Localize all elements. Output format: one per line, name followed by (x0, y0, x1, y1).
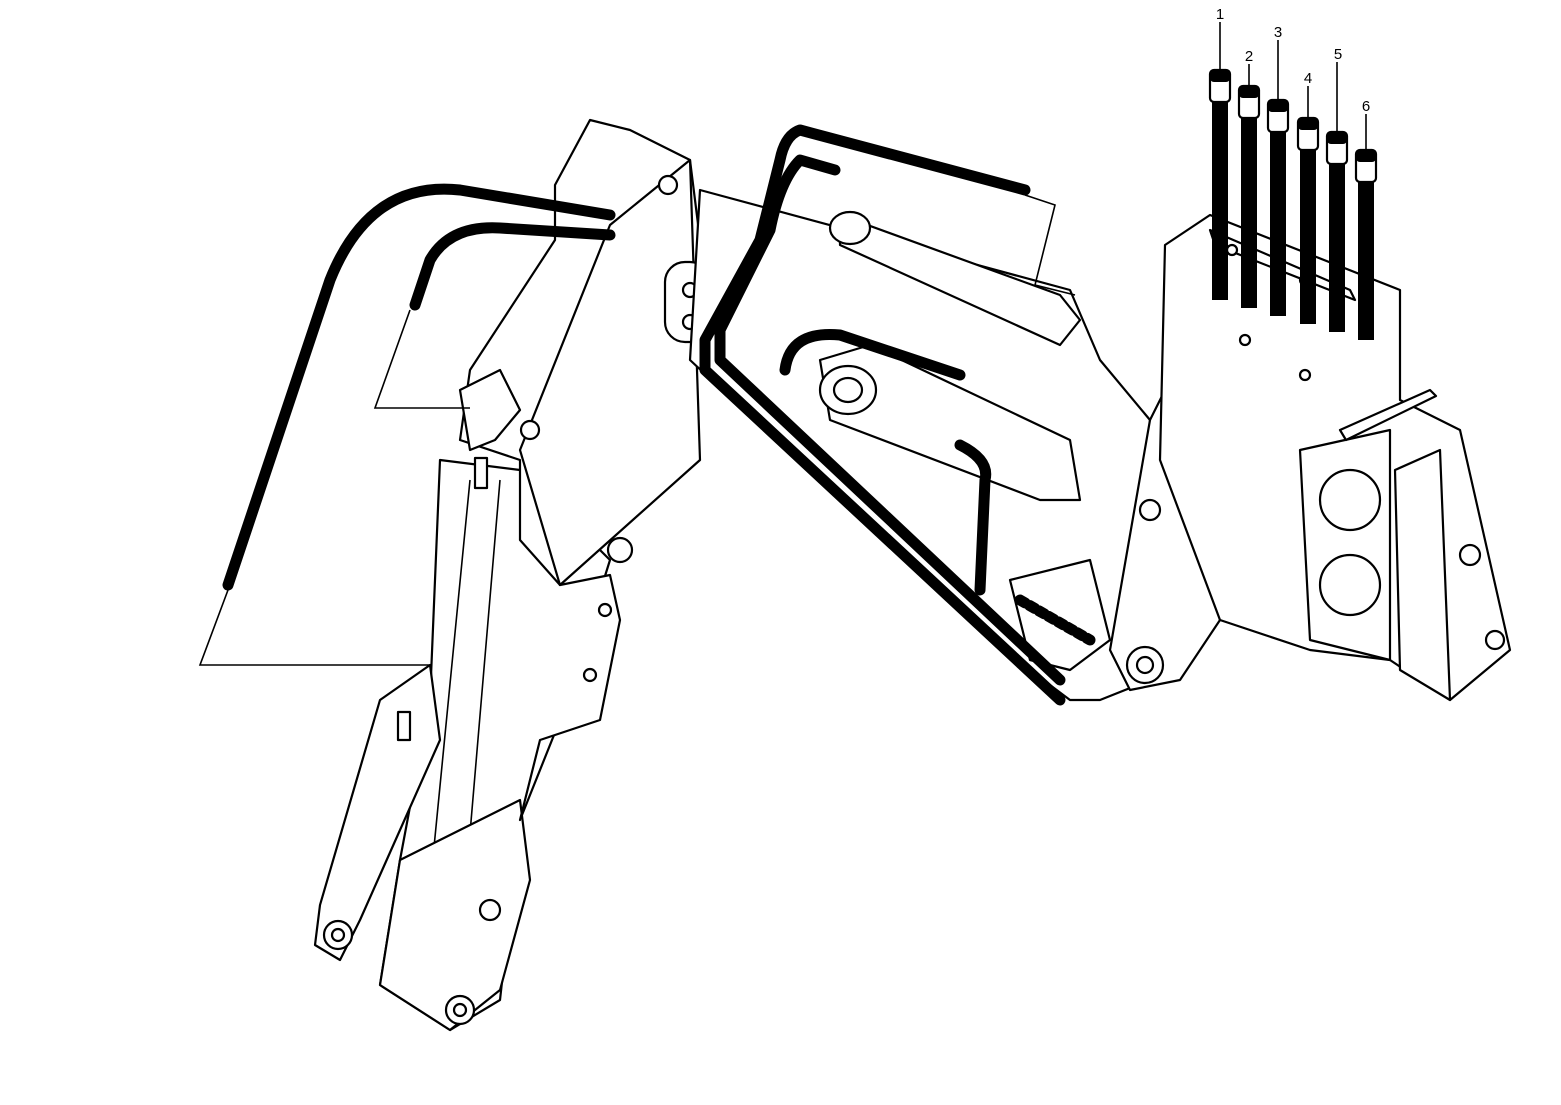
callout-2: 2 (1245, 48, 1253, 65)
hose-nut-5 (1327, 132, 1347, 144)
hose-nut-6 (1356, 150, 1376, 162)
dipper-arm (378, 458, 612, 1032)
boom (458, 118, 712, 822)
bucket-cylinder (313, 663, 442, 962)
leader-lines (198, 194, 1076, 666)
hose-nut-3 (1268, 100, 1288, 112)
hydraulic-hoses (222, 124, 1066, 706)
hose-nut-4 (1298, 118, 1318, 130)
valve-hoses (1208, 68, 1378, 340)
callout-6: 6 (1362, 98, 1370, 115)
hose-5 (1329, 142, 1345, 332)
callout-4: 4 (1304, 70, 1312, 87)
kingpost (1158, 213, 1512, 702)
hose-4 (1300, 128, 1316, 324)
hose-3 (1270, 110, 1286, 316)
callouts: 1 2 3 4 5 6 (1216, 6, 1370, 150)
hose-1 (1212, 80, 1228, 300)
hose-nut-1 (1210, 70, 1230, 82)
callout-3: 3 (1274, 24, 1282, 41)
hose-2 (1241, 96, 1257, 308)
callout-1: 1 (1216, 6, 1224, 23)
callout-5: 5 (1334, 46, 1342, 63)
hose-nut-2 (1239, 86, 1259, 98)
hose-6 (1358, 160, 1374, 340)
